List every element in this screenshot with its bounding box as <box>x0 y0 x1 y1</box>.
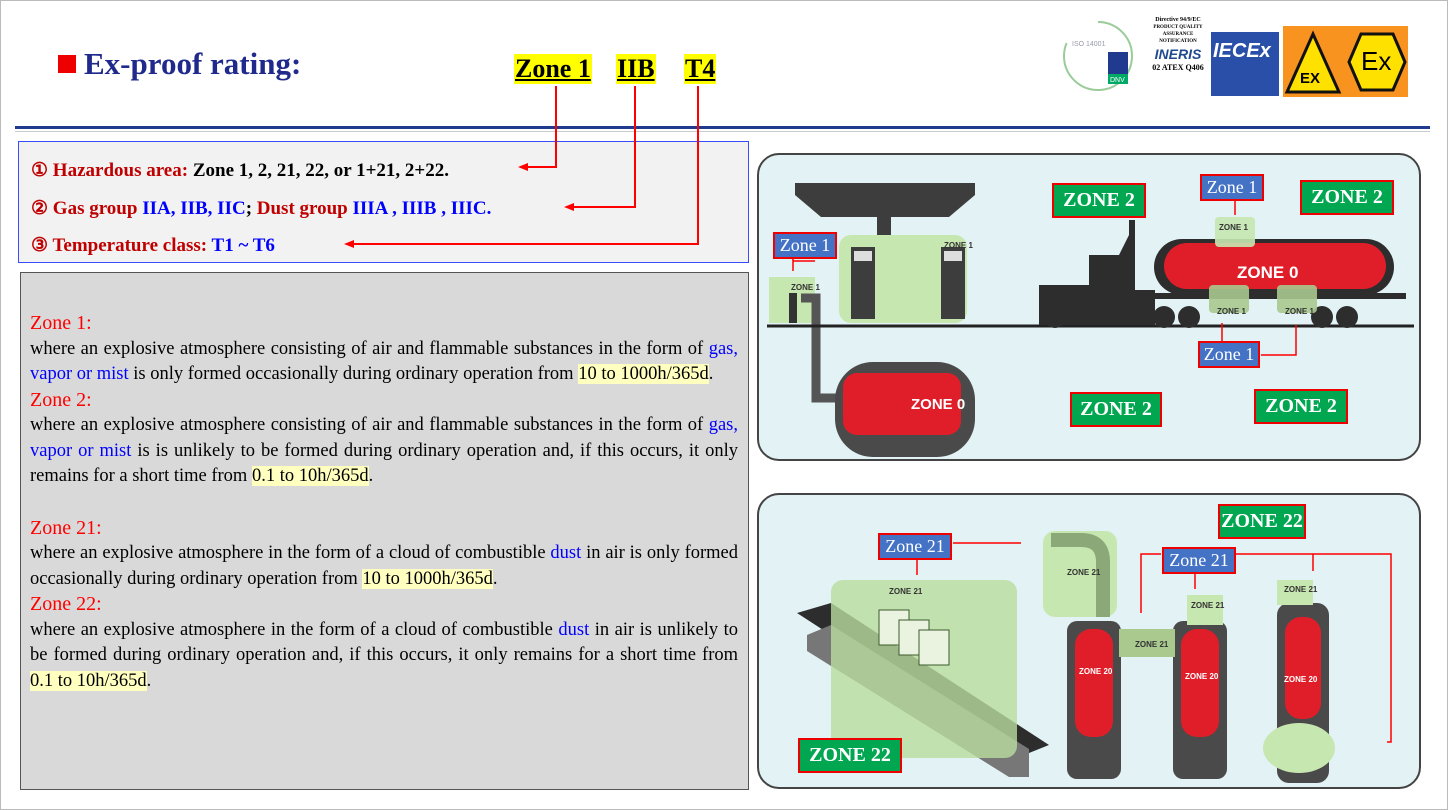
zone1-valve-label: ZONE 1 <box>791 283 820 292</box>
zone22-heading: Zone 22: <box>30 593 102 615</box>
zone20-silo-label: ZONE 20 <box>1284 675 1318 684</box>
zone2-tag: ZONE 2 <box>1070 392 1162 427</box>
ineris-logo: Directive 94/9/EC PRODUCT QUALITY ASSURA… <box>1146 16 1210 96</box>
dust-zone-diagram: ZONE 21 ZONE 21 ZONE 21 ZONE 21 ZONE 21 … <box>757 493 1421 789</box>
zone2-tag: ZONE 2 <box>1254 389 1348 424</box>
svg-text:ISO 14001: ISO 14001 <box>1072 41 1106 48</box>
rating-summary-box: ① Hazardous area: Zone 1, 2, 21, 22, or … <box>18 141 749 263</box>
zone1-tag: Zone 1 <box>1200 174 1264 201</box>
summary-gas-group: ② Gas group IIA, IIB, IIC; Dust group II… <box>31 198 492 219</box>
zone1-outlet-label: ZONE 1 <box>1285 307 1314 316</box>
header-divider-thin <box>15 131 1430 132</box>
zone0-underground-label: ZONE 0 <box>911 396 966 413</box>
zone22-definition: where an explosive atmosphere in the for… <box>30 619 738 691</box>
zone20-silo-label: ZONE 20 <box>1185 672 1219 681</box>
ineris-notice: PRODUCT QUALITY ASSURANCE NOTIFICATION <box>1153 25 1203 44</box>
zone22-tag: ZONE 22 <box>798 738 902 773</box>
zone-definitions-box: Zone 1: where an explosive atmosphere co… <box>20 272 749 790</box>
title-text: Ex-proof rating: <box>84 46 302 81</box>
rating-temp-class: T4 <box>684 54 717 84</box>
zone1-tag: Zone 1 <box>773 232 837 259</box>
ex-hexagon-text: Ex <box>1361 46 1392 76</box>
zone2-definition: where an explosive atmosphere consisting… <box>30 415 738 486</box>
zone21-conveyor-label: ZONE 21 <box>889 587 923 596</box>
zone1-definition: where an explosive atmosphere consisting… <box>30 338 738 384</box>
zone0-tanker-label: ZONE 0 <box>1237 263 1299 282</box>
rating-gas-group: IIB <box>616 54 656 84</box>
zone1-tag: Zone 1 <box>1198 341 1260 368</box>
gas-zone-diagram: ZONE 1 ZONE 1 ZONE 1 ZONE 1 ZONE 1 ZONE … <box>757 153 1421 461</box>
zone21-definition: where an explosive atmosphere in the for… <box>30 543 738 589</box>
header-divider <box>15 126 1430 129</box>
zone1-heading: Zone 1: <box>30 312 92 334</box>
zone21-pipe-label: ZONE 21 <box>1067 568 1101 577</box>
ex-symbols-logo: EX Ex <box>1283 26 1408 97</box>
zone21-connector-label: ZONE 21 <box>1135 640 1169 649</box>
dust-plant-illustration <box>797 531 1392 783</box>
iso-14001-logo: DNV ISO 14001 <box>1058 16 1138 96</box>
gas-station-illustration <box>767 183 1414 457</box>
zone1-outlet-label: ZONE 1 <box>1217 307 1246 316</box>
page-title: Ex-proof rating: <box>58 46 301 82</box>
zone1-hatch-label: ZONE 1 <box>1219 223 1248 232</box>
zone20-silo-label: ZONE 20 <box>1079 667 1113 676</box>
ineris-brand: INERIS <box>1154 46 1202 62</box>
ineris-directive: Directive 94/9/EC <box>1155 17 1201 23</box>
iecex-logo: IECEx <box>1211 32 1279 96</box>
zone21-inlet-label: ZONE 21 <box>1191 601 1225 610</box>
bullet-square-icon <box>58 55 76 73</box>
zone21-heading: Zone 21: <box>30 516 102 539</box>
rating-connector-arrows <box>344 86 699 248</box>
rating-zone: Zone 1 <box>514 54 592 84</box>
svg-text:DNV: DNV <box>1110 77 1125 84</box>
zone2-tag: ZONE 2 <box>1052 183 1146 218</box>
ineris-number: 02 ATEX Q406 <box>1152 63 1204 72</box>
zone2-tag: ZONE 2 <box>1300 180 1394 215</box>
ex-triangle-text: EX <box>1300 70 1321 87</box>
zone22-tag: ZONE 22 <box>1218 504 1306 539</box>
summary-temperature-class: ③ Temperature class: T1 ~ T6 <box>31 235 275 256</box>
zone21-tag: Zone 21 <box>1162 547 1236 574</box>
zone2-heading: Zone 2: <box>30 388 92 411</box>
zone1-pump-label: ZONE 1 <box>944 241 973 250</box>
zone21-tag: Zone 21 <box>878 533 952 560</box>
zone21-hopper-label: ZONE 21 <box>1284 585 1318 594</box>
summary-hazardous-area: ① Hazardous area: Zone 1, 2, 21, 22, or … <box>31 160 449 181</box>
